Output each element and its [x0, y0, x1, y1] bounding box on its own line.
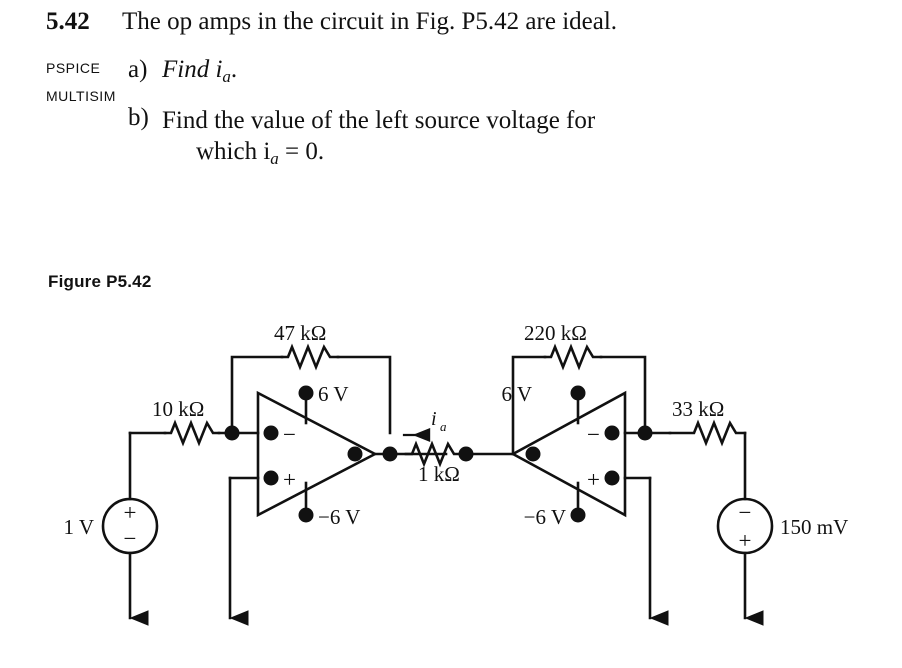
circuit-diagram: 47 kΩ 10 kΩ 220 kΩ 33 kΩ 1 kΩ 6 V −6 V 6… [0, 318, 902, 668]
node-right-inverting [637, 425, 653, 441]
problem-stem: The op amps in the circuit in Fig. P5.42… [122, 8, 618, 35]
item-b-text-second-line: which ia = 0. [196, 138, 324, 169]
node-left-output [382, 446, 398, 462]
node-middle-right [458, 446, 474, 462]
label-source-left: 1 V [63, 515, 94, 539]
item-a-marker: a) [128, 56, 148, 83]
source-right-plus-sign: + [739, 528, 752, 553]
resistor-1k [404, 440, 462, 468]
node-left-inverting [224, 425, 240, 441]
source-right-minus-sign: − [739, 500, 752, 525]
label-rail-pos-left: 6 V [318, 382, 349, 406]
label-10k: 10 kΩ [152, 397, 204, 421]
resistor-47k [280, 343, 340, 371]
item-a-subscript: a [222, 66, 231, 86]
opamp-left-output-pin [347, 446, 363, 462]
opamp-right-minus-pin [604, 425, 620, 441]
opamp-left-plus-sign: + [283, 467, 296, 492]
item-b-tail: = 0. [278, 138, 325, 165]
opamp-right-plus-sign: + [587, 467, 600, 492]
label-current-ia-subscript: a [440, 419, 447, 434]
item-b-body: which i [196, 138, 271, 165]
multisim-tag: MULTISIM [46, 88, 116, 104]
opamp-right-output-pin [525, 446, 541, 462]
wire-left-feedback-down [336, 355, 392, 435]
label-33k: 33 kΩ [672, 397, 724, 421]
label-rail-neg-right: −6 V [524, 505, 566, 529]
opamp-right-vneg-pin [570, 507, 586, 523]
problem-number: 5.42 [46, 8, 90, 35]
opamp-left-minus-pin [263, 425, 279, 441]
label-1k: 1 kΩ [418, 462, 460, 486]
opamp-right-vpos-pin [570, 385, 586, 401]
label-current-ia: i [431, 408, 437, 430]
item-a-period: . [230, 56, 238, 83]
opamp-left-vpos-pin [298, 385, 314, 401]
source-left-minus-sign: − [124, 526, 137, 551]
item-b-text: Find the value of the left source voltag… [162, 107, 596, 134]
pspice-tag: PSPICE [46, 60, 101, 76]
item-b-subscript: a [270, 148, 279, 168]
opamp-right-minus-sign: − [587, 422, 600, 447]
opamp-right-plus-pin [604, 470, 620, 486]
opamp-left-minus-sign: − [283, 422, 296, 447]
resistor-33k [668, 419, 747, 447]
wire-right-feedback-left-up [511, 355, 547, 456]
wire-right-feedback-down [599, 355, 647, 435]
label-rail-neg-left: −6 V [318, 505, 360, 529]
figure-caption: Figure P5.42 [48, 272, 152, 291]
opamp-left-vneg-pin [298, 507, 314, 523]
item-a-body: Find i [162, 56, 223, 83]
item-a-text: Find ia. [162, 56, 237, 87]
label-source-right: 150 mV [780, 515, 848, 539]
resistor-220k [543, 343, 603, 371]
label-47k: 47 kΩ [274, 321, 326, 345]
label-rail-pos-right: 6 V [501, 382, 532, 406]
opamp-right-body [510, 390, 627, 518]
wire-left-feedback-up [230, 355, 284, 435]
opamp-left-body [256, 390, 378, 518]
item-b-marker: b) [128, 104, 149, 131]
resistor-10k [163, 419, 221, 447]
opamp-left-plus-pin [263, 470, 279, 486]
label-220k: 220 kΩ [524, 321, 587, 345]
source-left-plus-sign: + [124, 500, 137, 525]
